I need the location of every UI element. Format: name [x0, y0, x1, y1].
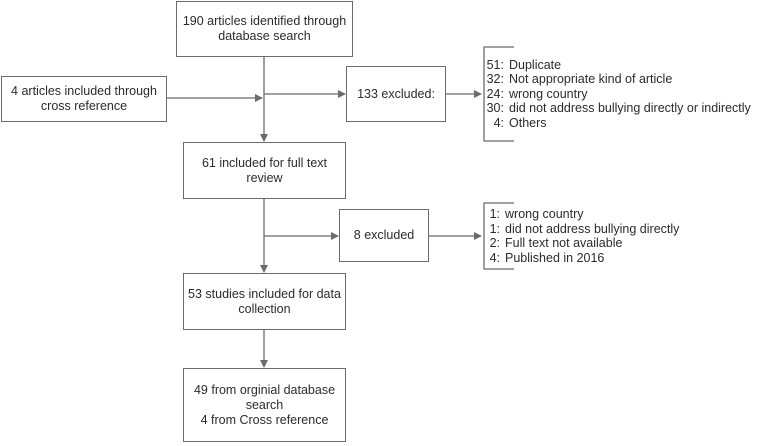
reason-text: wrong country	[509, 86, 588, 101]
excluded-second-box: 8 excluded	[339, 209, 429, 262]
full-text-line-1: 61 included for full text	[201, 155, 328, 170]
reason-second-item: 1: did not address bullying directly	[485, 222, 745, 237]
reason-count: 51:	[486, 57, 504, 72]
data-collection-line-1: 53 studies included for data	[188, 286, 341, 301]
cross-reference-line-2: cross reference	[40, 99, 128, 113]
excluded-first-label: 133 excluded:	[357, 86, 435, 101]
reason-text: Full text not available	[505, 236, 623, 250]
reason-first-item: 32: Not appropriate kind of article	[466, 72, 764, 87]
identified-box: 190 articles identified through database…	[176, 1, 353, 57]
excluded-second-label: 8 excluded	[353, 228, 415, 242]
reason-second-item: 2: Full text not available	[485, 236, 745, 251]
bracket-reasons-first	[483, 46, 514, 142]
final-line-2: search	[245, 397, 284, 412]
reason-second-item: 4: Published in 2016	[485, 251, 745, 266]
reason-count: 4:	[489, 250, 500, 265]
reason-text: wrong country	[505, 207, 584, 221]
reason-text: Published in 2016	[505, 250, 605, 265]
identified-line-1: 190 articles identified through	[182, 14, 347, 28]
full-text-line-2: review	[246, 170, 283, 185]
cross-reference-line-1: 4 articles included through	[11, 84, 157, 98]
reason-text: Not appropriate kind of article	[509, 72, 673, 87]
cross-reference-box: 4 articles included through cross refere…	[1, 76, 167, 122]
reason-count: 30:	[486, 101, 504, 116]
reason-second-item: 1: wrong country	[485, 207, 745, 222]
exclusion-reasons-second: 1: wrong country 1: did not address bullyi…	[485, 206, 745, 266]
final-line-3: 4 from Cross reference	[200, 412, 329, 427]
excluded-first-box: 133 excluded:	[346, 66, 446, 122]
reason-first-item: 4: Others	[466, 116, 764, 131]
reason-first-item: 51: Duplicate	[466, 58, 764, 73]
reason-count: 2:	[489, 236, 500, 250]
reason-text: Others	[509, 115, 547, 130]
bracket-reasons-second	[483, 202, 514, 270]
final-box: 49 from orginial database search 4 from …	[183, 368, 346, 442]
reason-text: did not address bullying directly	[505, 221, 680, 236]
exclusion-reasons-first: 51: Duplicate 32: Not appropriate kind of …	[466, 50, 764, 138]
reason-first-item: 30: did not address bullying directly or …	[466, 101, 764, 116]
reason-count: 32:	[486, 72, 504, 87]
final-line-1: 49 from orginial database	[193, 382, 336, 397]
reason-count: 1:	[489, 207, 500, 221]
data-collection-box: 53 studies included for data collection	[183, 273, 346, 330]
identified-line-2: database search	[218, 29, 311, 43]
reason-count: 1:	[489, 221, 500, 236]
reason-first-item: 24: wrong country	[466, 87, 764, 102]
full-text-box: 61 included for full text review	[183, 142, 346, 199]
reason-text: did not address bullying directly or ind…	[509, 101, 751, 116]
reason-count: 4:	[493, 115, 504, 130]
reason-count: 24:	[486, 86, 504, 101]
reason-text: Duplicate	[509, 57, 562, 72]
data-collection-line-2: collection	[238, 301, 291, 316]
